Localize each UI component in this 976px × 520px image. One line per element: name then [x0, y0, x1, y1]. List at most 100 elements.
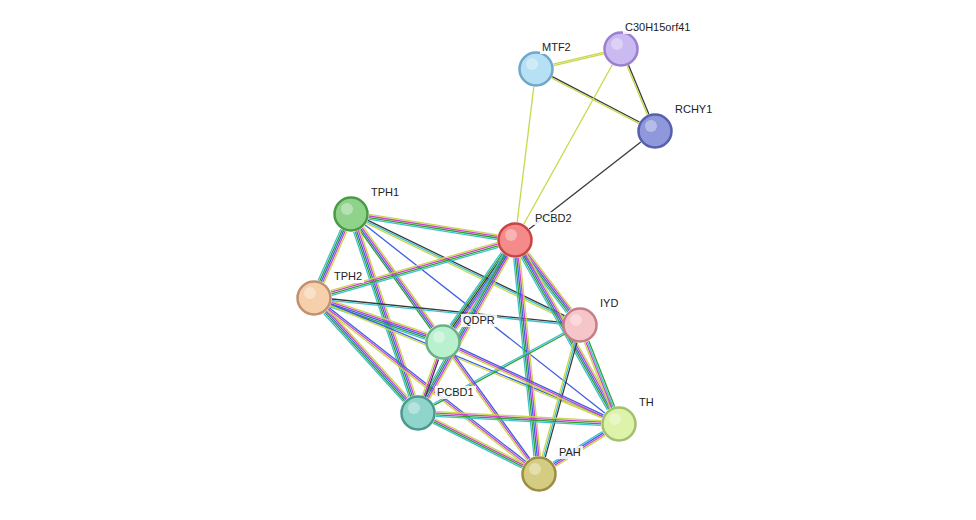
interaction-edge [452, 356, 529, 461]
evidence-line [325, 312, 405, 400]
evidence-line [589, 341, 615, 407]
evidence-line [329, 308, 526, 462]
evidence-line [526, 254, 569, 310]
evidence-line [554, 433, 604, 464]
node-circle [497, 222, 533, 258]
interaction-edge [368, 214, 497, 239]
node-circle [518, 51, 554, 87]
evidence-line [324, 314, 404, 402]
protein-node: IYD [562, 307, 598, 343]
protein-node: QDPR [425, 324, 461, 360]
node-circle [637, 113, 673, 149]
node-circle [333, 196, 369, 232]
node-label: MTF2 [540, 41, 573, 54]
protein-node: TPH2 [296, 280, 332, 316]
node-label: PCBD2 [533, 212, 574, 225]
evidence-line [455, 356, 530, 459]
evidence-line [555, 434, 605, 465]
evidence-line [459, 350, 602, 417]
node-circle [562, 307, 598, 343]
evidence-line [454, 255, 505, 328]
interaction-edge [436, 412, 601, 426]
protein-node: TH [601, 406, 637, 442]
evidence-line [435, 419, 524, 464]
evidence-line [459, 351, 602, 418]
evidence-line [584, 343, 610, 409]
protein-node: C30H15orf41 [603, 31, 639, 67]
protein-node: RCHY1 [637, 113, 673, 149]
protein-node: PCBD1 [400, 395, 436, 431]
node-label: IYD [598, 297, 620, 310]
interaction-edge [331, 243, 499, 296]
protein-node: PCBD2 [497, 222, 533, 258]
node-label: PAH [557, 446, 583, 459]
evidence-line [327, 310, 407, 398]
evidence-line [527, 253, 570, 309]
interaction-edge [529, 142, 641, 229]
evidence-line [423, 358, 436, 395]
node-circle [400, 395, 436, 431]
evidence-line [457, 257, 508, 330]
evidence-line [436, 415, 601, 424]
evidence-line [434, 420, 523, 465]
interaction-edge [324, 309, 409, 402]
interaction-edge [627, 65, 649, 114]
node-label: RCHY1 [673, 103, 714, 116]
evidence-line [460, 348, 603, 415]
protein-node: PAH [521, 456, 557, 492]
node-label: TH [637, 396, 656, 409]
interaction-edge [330, 304, 602, 418]
evidence-line [331, 244, 497, 292]
node-circle [601, 406, 637, 442]
interaction-edge [459, 348, 604, 418]
interaction-edge [365, 225, 605, 413]
evidence-line [452, 358, 527, 461]
evidence-line [586, 342, 612, 408]
evidence-line [328, 309, 525, 463]
evidence-line [453, 254, 504, 327]
protein-node: TPH1 [333, 196, 369, 232]
node-label: QDPR [461, 314, 497, 327]
evidence-line [527, 254, 613, 407]
evidence-line [332, 246, 498, 294]
node-label: C30H15orf41 [623, 21, 692, 34]
node-label: PCBD1 [435, 386, 476, 399]
evidence-line [556, 436, 606, 467]
evidence-line [433, 423, 522, 468]
interaction-edge [517, 87, 534, 222]
evidence-line [524, 65, 613, 225]
evidence-line [554, 54, 604, 66]
interaction-edge [552, 77, 640, 124]
evidence-line [369, 218, 497, 238]
evidence-line [454, 357, 529, 460]
evidence-line [514, 258, 534, 456]
node-circle [603, 31, 639, 67]
node-label: TPH2 [332, 270, 364, 283]
evidence-line [327, 310, 524, 464]
interaction-edge [524, 65, 613, 225]
evidence-line [552, 78, 639, 123]
evidence-line [434, 422, 523, 467]
node-label: TPH1 [369, 186, 401, 199]
evidence-line [627, 66, 647, 115]
evidence-line [552, 77, 639, 122]
evidence-line [518, 258, 538, 456]
interaction-edge [584, 341, 614, 408]
interaction-edge [553, 432, 605, 467]
interaction-edge [553, 52, 603, 65]
evidence-line [529, 142, 641, 229]
evidence-line [553, 432, 603, 463]
evidence-line [436, 416, 601, 425]
protein-node: MTF2 [518, 51, 554, 87]
node-circle [296, 280, 332, 316]
evidence-line [523, 256, 566, 312]
evidence-line [629, 65, 649, 114]
evidence-line [328, 309, 408, 397]
interaction-edge [433, 419, 524, 468]
node-circle [425, 324, 461, 360]
evidence-line [331, 243, 497, 291]
evidence-line [517, 87, 534, 222]
evidence-line [365, 225, 605, 413]
